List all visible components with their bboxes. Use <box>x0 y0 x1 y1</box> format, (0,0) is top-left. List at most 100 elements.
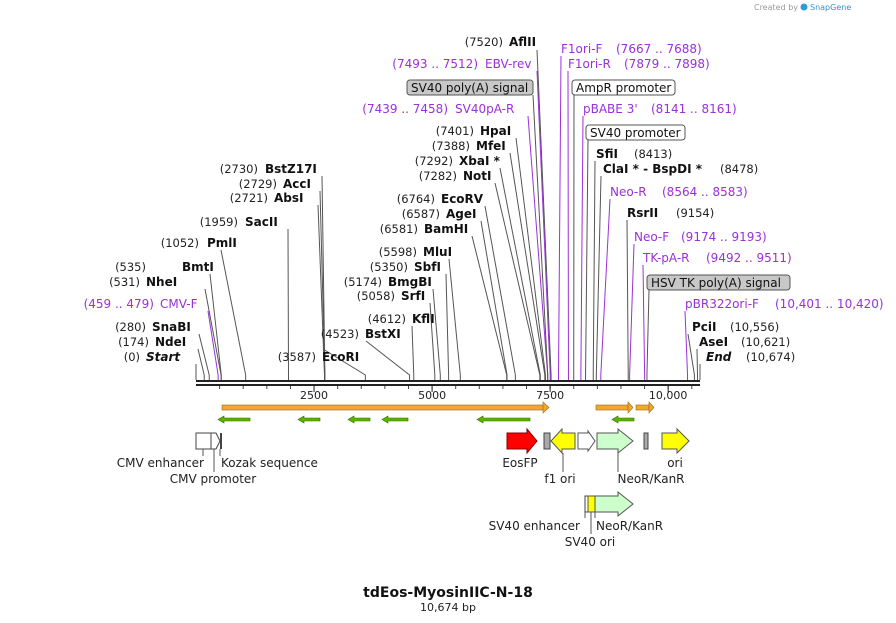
site-name-acci[interactable]: AccI <box>283 177 311 191</box>
green-arrow <box>611 415 635 424</box>
green-arrow <box>297 415 321 424</box>
site-pos-nhei: (531) <box>109 275 140 289</box>
primer-leader-neo-r <box>600 198 611 380</box>
sv40-small-glyph <box>643 432 649 450</box>
primer-range-pbabe3: (8141 .. 8161) <box>651 102 737 116</box>
site-name-bmgbi[interactable]: BmgBI <box>388 275 432 289</box>
site-name-ndei[interactable]: NdeI <box>155 335 186 349</box>
primer-name-f1ori-f[interactable]: F1ori-F <box>561 42 602 56</box>
site-pos-hpai: (7401) <box>436 124 474 138</box>
credit-brand: SnapGene <box>810 3 851 12</box>
sv40-ori-glyph <box>587 495 596 513</box>
primer-name-ebv-rev[interactable]: EBV-rev <box>485 57 531 71</box>
primer-range-tk-pa-r: (9492 .. 9511) <box>706 251 792 265</box>
site-name-pmli[interactable]: PmlI <box>207 236 237 250</box>
site-pos-sfii: (8413) <box>634 147 672 161</box>
site-name-bamhi[interactable]: BamHI <box>424 222 468 236</box>
orf-arrow-3 <box>635 401 655 414</box>
primer-name-sv40pa-r[interactable]: SV40pA-R <box>455 102 514 116</box>
primer-name-neo-r[interactable]: Neo-R <box>610 185 647 199</box>
orf-arrow-main <box>221 401 550 414</box>
site-leader-bmgbi <box>432 288 441 380</box>
site-name-snabi[interactable]: SnaBI <box>152 320 191 334</box>
site-pos-pcii: (10,556) <box>730 320 779 334</box>
site-leader-ndei <box>197 348 205 380</box>
site-name-mlui[interactable]: MluI <box>423 245 452 259</box>
box-label-sv40-promoter[interactable]: SV40 promoter <box>590 126 681 140</box>
primer-name-cmv-f[interactable]: CMV-F <box>160 297 198 311</box>
site-name-absi[interactable]: AbsI <box>274 191 303 205</box>
feature-label-sv40-ori: SV40 ori <box>565 535 616 549</box>
site-leader-ecori <box>322 348 366 380</box>
map-length: 10,674 bp <box>420 601 476 614</box>
site-leader-pcii <box>687 333 695 380</box>
site-pos-sacii: (1959) <box>200 215 238 229</box>
restriction-site-labels: (0) Start (174) NdeI (280) SnaBI (531) N… <box>109 35 795 364</box>
site-name-sfii[interactable]: SfiI <box>596 147 618 161</box>
site-pos-mlui: (5598) <box>379 245 417 259</box>
site-pos-end: (10,674) <box>746 350 795 364</box>
box-leader-sv40-polya <box>532 94 549 380</box>
box-label-sv40-polya[interactable]: SV40 poly(A) signal <box>411 81 528 95</box>
site-leader-bstz17i <box>321 175 326 380</box>
box-leader-sv40-promoter <box>585 139 589 380</box>
leader-lines <box>195 49 701 380</box>
site-pos-mfei: (7388) <box>432 139 470 153</box>
credit-prefix: Created by <box>754 3 798 12</box>
primer-leader-cmv-f <box>207 310 219 380</box>
site-leader-snabi <box>198 333 210 380</box>
reverse-orf-arrows <box>217 415 635 424</box>
site-name-aflii[interactable]: AflII <box>509 35 536 49</box>
site-leader-hpai <box>515 137 546 380</box>
site-name-kfli[interactable]: KflI <box>412 312 435 326</box>
neor-glyph <box>596 427 634 455</box>
primer-name-tk-pa-r[interactable]: TK-pA-R <box>642 251 690 265</box>
site-name-sacii[interactable]: SacII <box>245 215 278 229</box>
site-pos-bamhi: (6581) <box>380 222 418 236</box>
site-name-ecori[interactable]: EcoRI <box>322 350 359 364</box>
site-name-pcii[interactable]: PciI <box>692 320 717 334</box>
green-arrow <box>381 415 409 424</box>
site-name-clai[interactable]: ClaI * - BspDI * <box>603 162 703 176</box>
site-name-agei[interactable]: AgeI <box>446 207 476 221</box>
site-name-bstxi[interactable]: BstXI <box>365 327 401 341</box>
primer-name-pbabe3[interactable]: pBABE 3' <box>583 102 638 116</box>
site-name-nhei[interactable]: NheI <box>146 275 177 289</box>
primer-range-f1ori-r: (7879 .. 7898) <box>624 57 710 71</box>
site-name-xbai[interactable]: XbaI * <box>459 154 501 168</box>
site-name-srfi[interactable]: SrfI <box>401 289 425 303</box>
site-name-bmti[interactable]: BmtI <box>182 260 214 274</box>
primer-leader-ebv-rev <box>536 70 551 380</box>
site-leader-kfli <box>411 325 415 380</box>
box-label-hsv-tk-polya[interactable]: HSV TK poly(A) signal <box>651 276 781 290</box>
primer-leader-tk-pa-r <box>642 264 646 380</box>
primer-name-neo-f[interactable]: Neo-F <box>634 230 669 244</box>
primer-range-neo-r: (8564 .. 8583) <box>662 185 748 199</box>
box-sv40-polya: SV40 poly(A) signal <box>406 79 534 96</box>
site-name-bstz17i[interactable]: BstZ17I <box>265 162 317 176</box>
site-leader-bamhi <box>471 235 508 380</box>
site-name-ecorv[interactable]: EcoRV <box>441 192 484 206</box>
orf-arrow-2 <box>595 401 634 414</box>
site-name-sbfi[interactable]: SbfI <box>414 260 441 274</box>
primer-name-pbr322ori-f[interactable]: pBR322ori-F <box>685 297 759 311</box>
site-name-hpai[interactable]: HpaI <box>480 124 511 138</box>
site-name-end[interactable]: End <box>706 350 732 364</box>
site-pos-start: (0) <box>124 350 140 364</box>
box-label-amp-promoter[interactable]: AmpR promoter <box>576 81 671 95</box>
site-name-rsrii[interactable]: RsrII <box>627 206 658 220</box>
site-name-mfei[interactable]: MfeI <box>476 139 506 153</box>
primer-name-f1ori-r[interactable]: F1ori-R <box>568 57 611 71</box>
eosfp-glyph <box>506 427 538 455</box>
backbone <box>196 380 700 386</box>
primer-labels: (459 .. 479) CMV-F (7439 .. 7458) SV40pA… <box>84 42 884 311</box>
site-leader-bstxi <box>365 340 411 380</box>
primer-range-ebv-rev: (7493 .. 7512) <box>392 57 478 71</box>
site-name-noti[interactable]: NotI <box>463 169 492 183</box>
site-name-asei[interactable]: AseI <box>699 335 728 349</box>
site-name-start[interactable]: Start <box>146 350 181 364</box>
box-amp-promoter: AmpR promoter <box>571 79 676 96</box>
site-leader-noti <box>494 182 541 380</box>
